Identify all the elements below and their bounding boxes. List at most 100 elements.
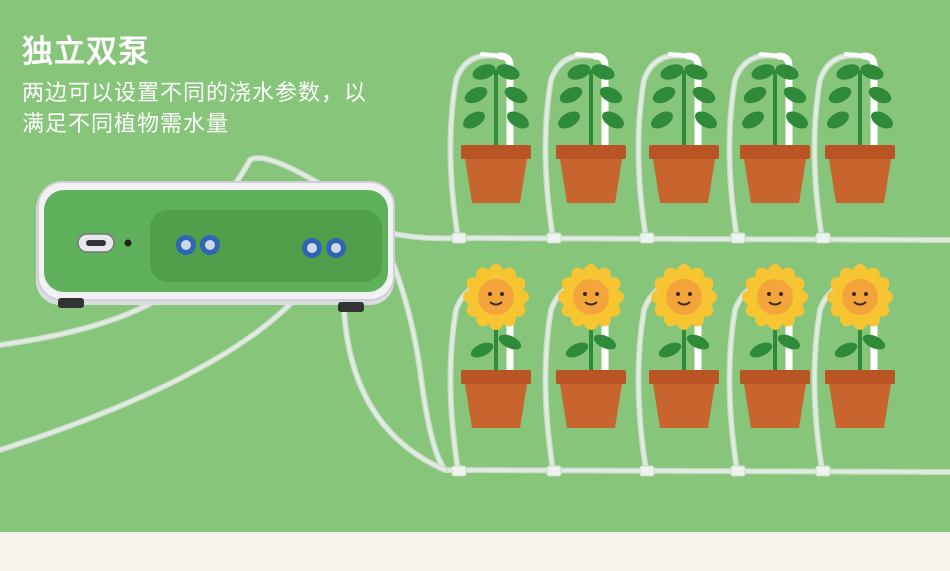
pump-outlet-center [181,240,191,250]
pump-outlet-center [205,240,215,250]
tee-connector-icon [730,232,746,244]
tee-connector-icon [639,232,655,244]
flower-eye [583,292,587,296]
pot-rim [461,370,531,384]
bottom-strip [0,532,950,571]
tee-connector-icon [639,465,655,477]
pot-body [465,159,527,203]
plant-leaf [507,111,529,129]
drip-stake-head [480,52,502,58]
flower-eye [852,292,856,296]
pot-body [465,384,527,428]
flower-face [842,279,878,315]
plant-leaf [660,64,684,80]
pot-body [829,159,891,203]
pot-rim [649,145,719,159]
leafy-plant-icon [827,64,893,150]
flower-leaf [862,334,886,350]
plant-leaf [496,64,520,80]
leafy-plant-icon [651,64,717,150]
flower-smile [677,301,691,306]
plant-leaf [464,86,488,104]
drip-stake-head [668,52,690,58]
plant-leaf [599,86,623,104]
pot-rim [649,370,719,384]
flower-leaf [593,334,617,350]
flower-eye [500,292,504,296]
sunflower-icon [463,264,529,372]
pot-rim [461,145,531,159]
bottom-row-feed-tube-inner [383,242,950,474]
illustration [0,52,950,477]
stake-feed-tube-inner [636,53,686,240]
plant-leaf [602,111,624,129]
plant-leaf [786,111,808,129]
pot-body [653,384,715,428]
usb-c-port-slot [86,240,106,246]
plant-leaf [472,64,496,80]
product-scene: 独立双泵 两边可以设置不同的浇水参数，以 满足不同植物需水量 [0,0,950,532]
plant-leaf [463,111,485,129]
subtext-line-2: 满足不同植物需水量 [22,112,230,137]
device-foot-right [338,302,364,312]
plant-leaf [567,64,591,80]
plant-leaf [558,111,580,129]
tee-connector-icon [730,465,746,477]
flower-face [478,279,514,315]
plant-leaf [751,64,775,80]
sunflower-icon [558,264,624,372]
flower-leaf [498,334,522,350]
plant-leaf [775,64,799,80]
headline: 独立双泵 [22,34,150,70]
flower-smile [489,301,503,306]
plant-leaf [695,111,717,129]
flower-eye [488,292,492,296]
indicator-hole [124,239,132,247]
plant-leaf [692,86,716,104]
plant-leaf [591,64,615,80]
plant-leaf [504,86,528,104]
drip-stake-head [844,52,866,58]
pot-body [744,159,806,203]
drip-stake-head [759,52,781,58]
stake-feed-tube-inner [448,53,498,240]
flower-leaf [658,342,682,358]
plant-leaf [742,111,764,129]
device-recess [150,210,382,282]
plant-leaf [783,86,807,104]
pot-rim [825,145,895,159]
pump-outlet-center [307,243,317,253]
sunflower-icon [742,264,808,372]
flower-face [573,279,609,315]
flower-eye [864,292,868,296]
plant-leaf [827,111,849,129]
flower-leaf [565,342,589,358]
tee-connector-icon [815,465,831,477]
plant-leaf [559,86,583,104]
flower-face [757,279,793,315]
flower-leaf [686,334,710,350]
pot-body [744,384,806,428]
pot-rim [825,370,895,384]
flower-leaf [777,334,801,350]
plant-leaf [743,86,767,104]
plant-leaf [651,111,673,129]
device-foot-left [58,298,84,308]
tubing-front-layer [451,232,831,477]
plant-leaf [868,86,892,104]
pot-body [829,384,891,428]
subtext-line-1: 两边可以设置不同的浇水参数，以 [22,81,368,106]
sunflower-icon [651,264,717,372]
tee-connector-icon [546,232,562,244]
pot-rim [556,370,626,384]
flower-leaf [834,342,858,358]
pot-layer [461,52,895,428]
pot-body [560,384,622,428]
leafy-plant-icon [463,64,529,150]
pot-rim [740,145,810,159]
plant-leaf [860,64,884,80]
plant-leaf [871,111,893,129]
tee-connector-icon [815,232,831,244]
flower-eye [595,292,599,296]
flower-smile [768,301,782,306]
